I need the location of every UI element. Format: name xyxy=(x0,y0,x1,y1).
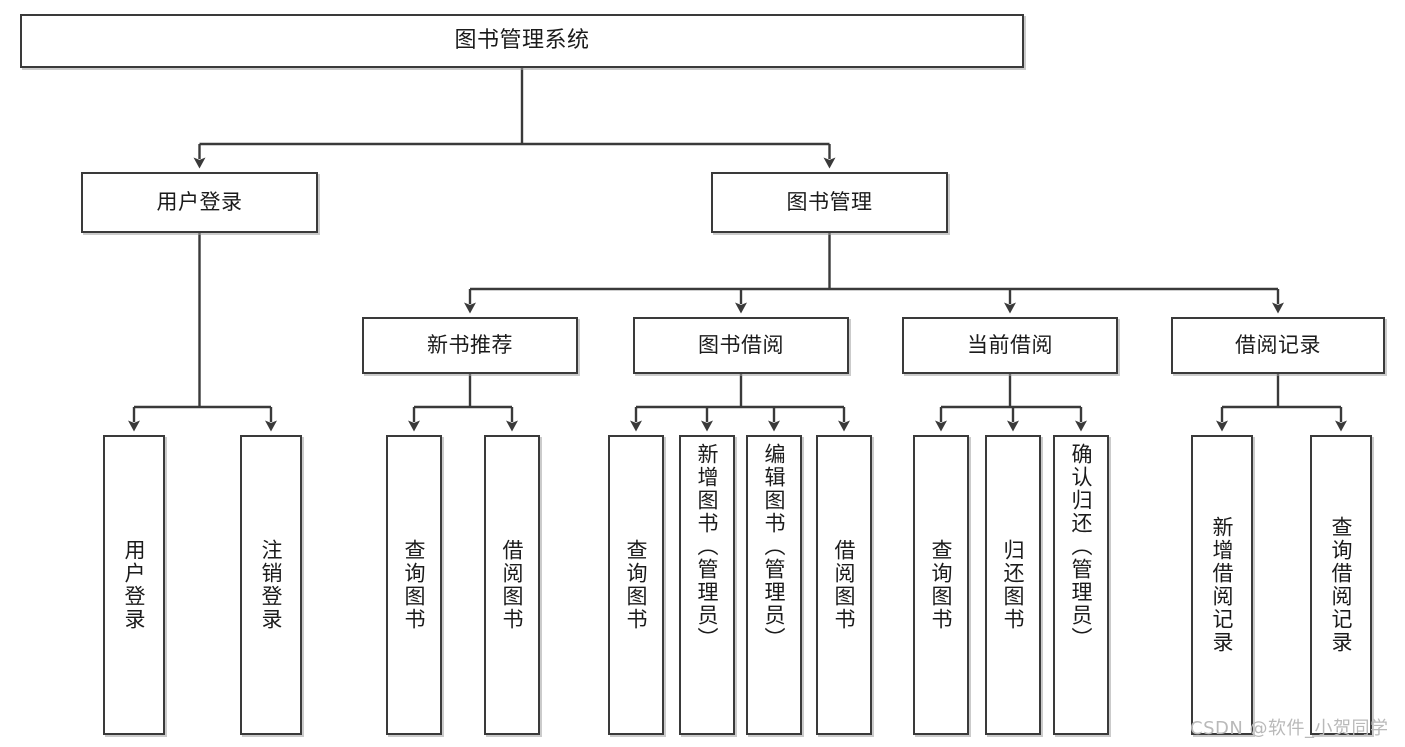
node-current[interactable]: 当前借阅 xyxy=(902,317,1118,374)
node-label: 查询图书 xyxy=(402,539,427,631)
node-leaf-edit-book[interactable]: 编辑图书（管理员） xyxy=(746,435,802,735)
node-leaf-add-record[interactable]: 新增借阅记录 xyxy=(1191,435,1253,735)
node-root[interactable]: 图书管理系统 xyxy=(20,14,1024,68)
node-label: 当前借阅 xyxy=(967,333,1053,358)
node-leaf-borrow-book-2[interactable]: 借阅图书 xyxy=(816,435,872,735)
node-label: 图书管理 xyxy=(786,190,873,215)
node-leaf-query-book-2[interactable]: 查询图书 xyxy=(608,435,664,735)
csdn-watermark: CSDN @软件_小贺同学 xyxy=(1190,718,1389,739)
node-records[interactable]: 借阅记录 xyxy=(1171,317,1385,374)
node-label: 新增借阅记录 xyxy=(1210,516,1235,654)
node-label: 查询图书 xyxy=(929,539,954,631)
node-label: 借阅图书 xyxy=(500,539,525,631)
node-label: 图书借阅 xyxy=(698,333,784,358)
node-label: 归还图书 xyxy=(1001,539,1026,631)
node-label: 借阅记录 xyxy=(1235,333,1321,358)
node-label: 用户登录 xyxy=(122,539,147,631)
node-leaf-user-login[interactable]: 用户登录 xyxy=(103,435,165,735)
node-label: 查询图书 xyxy=(624,539,649,631)
node-label: 图书管理系统 xyxy=(454,28,590,54)
node-label: 用户登录 xyxy=(156,190,243,215)
node-leaf-query-book-1[interactable]: 查询图书 xyxy=(386,435,442,735)
node-label: 编辑图书（管理员） xyxy=(762,443,787,650)
node-leaf-borrow-book-1[interactable]: 借阅图书 xyxy=(484,435,540,735)
node-leaf-return-book[interactable]: 归还图书 xyxy=(985,435,1041,735)
node-label: 注销登录 xyxy=(259,539,284,631)
node-label: 新增图书（管理员） xyxy=(695,443,720,650)
node-label: 查询借阅记录 xyxy=(1329,516,1354,654)
node-newbook[interactable]: 新书推荐 xyxy=(362,317,578,374)
node-label: 确认归还（管理员） xyxy=(1069,443,1094,650)
node-leaf-query-book-3[interactable]: 查询图书 xyxy=(913,435,969,735)
node-label: 新书推荐 xyxy=(427,333,513,358)
node-borrow[interactable]: 图书借阅 xyxy=(633,317,849,374)
node-bookmgmt[interactable]: 图书管理 xyxy=(711,172,948,233)
node-leaf-confirm-return[interactable]: 确认归还（管理员） xyxy=(1053,435,1109,735)
node-label: 借阅图书 xyxy=(832,539,857,631)
node-leaf-user-logout[interactable]: 注销登录 xyxy=(240,435,302,735)
node-login[interactable]: 用户登录 xyxy=(81,172,318,233)
node-leaf-query-record[interactable]: 查询借阅记录 xyxy=(1310,435,1372,735)
node-leaf-add-book[interactable]: 新增图书（管理员） xyxy=(679,435,735,735)
